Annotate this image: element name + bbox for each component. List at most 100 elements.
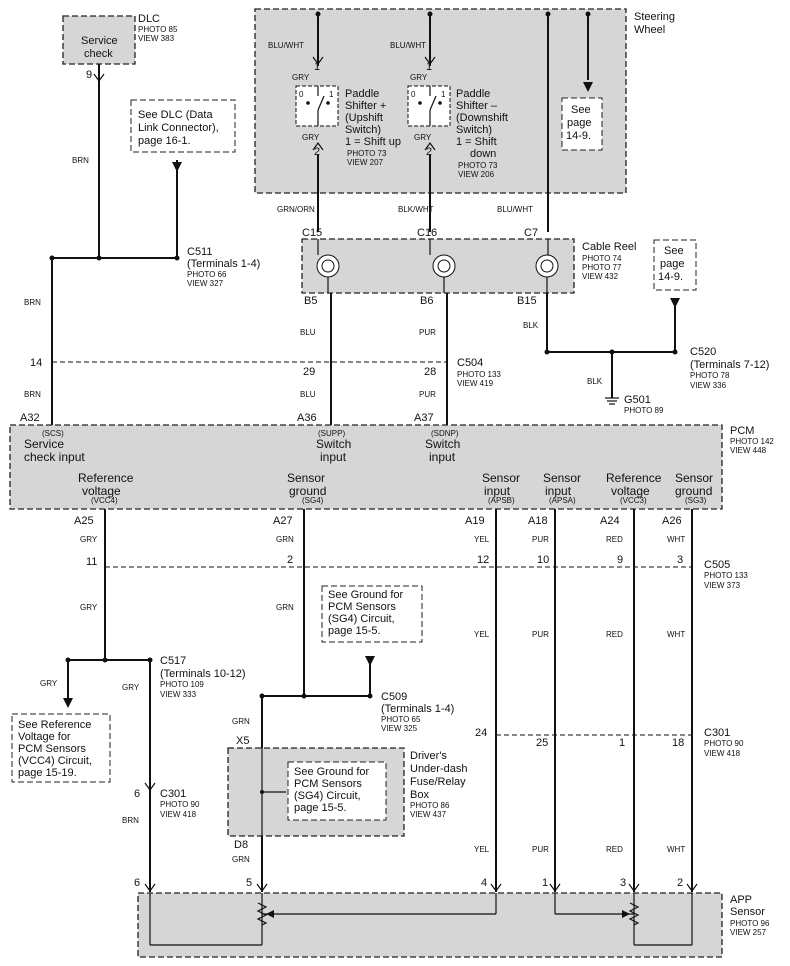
c517-title: C517 (160, 655, 186, 667)
note-sg4-line-1: See Ground for (328, 589, 404, 601)
app-pin-arrows (144, 883, 698, 893)
svg-text:input: input (545, 484, 572, 498)
connector-arrow (312, 56, 324, 66)
wire-label-blu-wht-2: BLU/WHT (390, 41, 426, 50)
wire-label-brn-c301: BRN (122, 816, 139, 825)
wire-label-grn-orn: GRN/ORN (277, 205, 315, 214)
c301-left-photo: PHOTO 90 (160, 800, 200, 809)
note-dlc-line-1: See DLC (Data (138, 109, 213, 121)
steering-wheel-title-1: Steering (634, 11, 675, 23)
note-fuse-box-sg4 (287, 761, 387, 821)
svg-text:2: 2 (677, 877, 683, 889)
note-sg4-line-2: PCM Sensors (328, 601, 396, 613)
svg-text:voltage: voltage (611, 484, 650, 498)
wire-label-blu-a36: BLU (300, 390, 316, 399)
fuse-box-pin-d8: D8 (234, 839, 248, 851)
junction-dot (544, 349, 550, 355)
note-vcc4-line-3: PCM Sensors (18, 743, 86, 755)
dlc-title: DLC (138, 13, 160, 25)
app-sensor-title-2: Sensor (730, 906, 765, 918)
switch-terminal (438, 101, 442, 105)
dlc-view: VIEW 383 (138, 34, 175, 43)
fuse-box-title-3: Fuse/Relay (410, 776, 466, 788)
pcm-bottom-labels: Reference voltage (VCC4) Sensor ground (… (78, 471, 713, 505)
svg-text:10: 10 (537, 554, 549, 566)
pin-1-minus: 1 (426, 61, 432, 73)
pcm-sig-supp: (SUPP) (318, 429, 345, 438)
cable-reel-coil (316, 254, 340, 278)
svg-text:WHT: WHT (667, 845, 685, 854)
svg-text:WHT: WHT (667, 535, 685, 544)
paddle-shifter-minus-switch (407, 85, 451, 127)
switch-terminal (306, 101, 310, 105)
wire-label-pur: PUR (419, 328, 436, 337)
fuse-note-line-3: (SG4) Circuit, (294, 790, 361, 802)
junction-dot (49, 255, 55, 261)
svg-text:A25: A25 (74, 515, 94, 527)
svg-text:(Downshift: (Downshift (456, 112, 508, 124)
svg-text:9: 9 (617, 554, 623, 566)
dlc-box-line-2: check (84, 48, 113, 60)
c505-view: VIEW 373 (704, 581, 741, 590)
app-sensor-box (137, 892, 723, 958)
low-wire-labels: YEL PUR RED WHT (474, 845, 685, 854)
switch-minus-one: 1 (441, 90, 446, 99)
wire-label-blu-wht-1: BLU/WHT (268, 41, 304, 50)
pcm-label-input-a36: input (320, 450, 347, 464)
wire-label-blu: BLU (300, 328, 316, 337)
wire-label-blk-wht: BLK/WHT (398, 205, 434, 214)
switch-plus-one: 1 (329, 90, 334, 99)
svg-text:GRY: GRY (80, 535, 98, 544)
svg-text:2: 2 (287, 554, 293, 566)
cable-reel-pin-b5: B5 (304, 295, 317, 307)
svg-text:(VCC4): (VCC4) (91, 496, 118, 505)
wire-label-brn-c511: BRN (24, 298, 41, 307)
c504-pin-14: 14 (30, 357, 42, 369)
pcm-bottom-pins: A25 A27 A19 A18 A24 A26 (74, 515, 682, 527)
svg-text:YEL: YEL (474, 630, 490, 639)
wire-label-brn-dlc: BRN (72, 156, 89, 165)
cable-reel-coil-inner (540, 259, 554, 273)
svg-text:(Upshift: (Upshift (345, 112, 383, 124)
svg-text:WHT: WHT (667, 630, 685, 639)
cable-reel-pin-b15: B15 (517, 295, 537, 307)
wire-label-gry-plus-bot: GRY (302, 133, 320, 142)
cable-reel-view: VIEW 432 (582, 272, 619, 281)
pcm-box (9, 424, 723, 510)
svg-text:down: down (470, 148, 496, 160)
svg-text:RED: RED (606, 630, 623, 639)
svg-text:(SG3): (SG3) (685, 496, 707, 505)
c301-left-pin: 6 (134, 788, 140, 800)
wire-label-gry-minus: GRY (410, 73, 428, 82)
c301-right-pins: 24 25 1 18 (475, 727, 684, 749)
wire-label-blk: BLK (523, 321, 539, 330)
cable-reel-pin-c7: C7 (524, 227, 538, 239)
pcm-pin-a36: A36 (297, 412, 317, 424)
svg-text:PUR: PUR (532, 535, 549, 544)
junction-dot (672, 349, 678, 355)
svg-text:RED: RED (606, 535, 623, 544)
c511-photo: PHOTO 66 (187, 270, 227, 279)
junction-dot (301, 693, 307, 699)
cable-reel-title: Cable Reel (582, 241, 636, 253)
app-sensor-pins: 6 5 4 1 3 2 (134, 877, 683, 889)
note-steer-line-3: 14-9. (566, 130, 591, 142)
note-vcc4-line-2: Voltage for (18, 731, 71, 743)
wire-label-gry-minus-bot: GRY (414, 133, 432, 142)
cable-reel-coil-inner (437, 259, 451, 273)
note-dlc-line-3: page 16-1. (138, 135, 191, 147)
svg-text:Shifter +: Shifter + (345, 100, 386, 112)
junction-dot (427, 11, 433, 17)
svg-text:PUR: PUR (532, 630, 549, 639)
svg-text:A24: A24 (600, 515, 620, 527)
app-sensor-photo: PHOTO 96 (730, 919, 770, 928)
note-sg4-line-3: (SG4) Circuit, (328, 613, 395, 625)
svg-text:(VCC3): (VCC3) (620, 496, 647, 505)
c517-photo: PHOTO 109 (160, 680, 204, 689)
svg-text:1: 1 (542, 877, 548, 889)
c517-terminals: (Terminals 10-12) (160, 668, 246, 680)
svg-text:input: input (484, 484, 511, 498)
svg-text:Switch): Switch) (345, 124, 381, 136)
fuse-note-line-2: PCM Sensors (294, 778, 362, 790)
c509-photo: PHOTO 65 (381, 715, 421, 724)
